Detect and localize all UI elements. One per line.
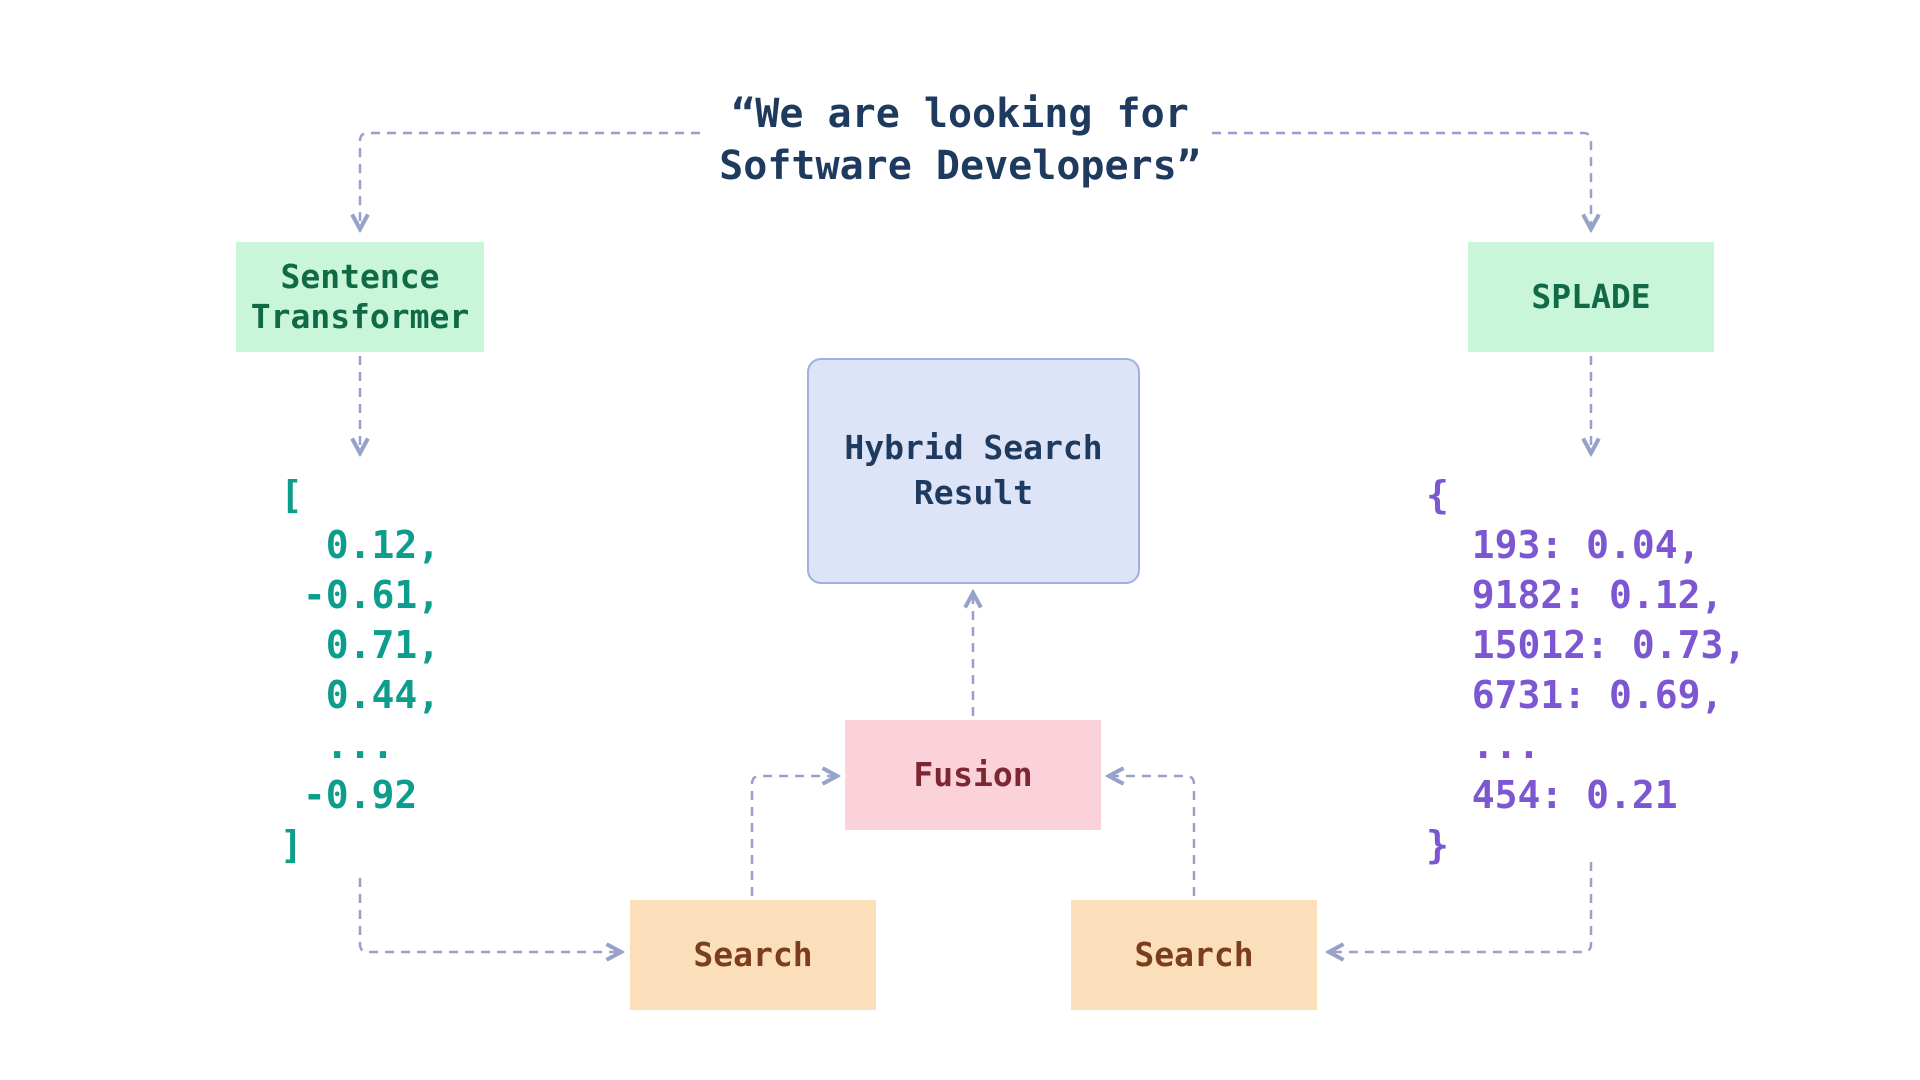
fusion-node: Fusion	[845, 720, 1101, 830]
splade-node: SPLADE	[1468, 242, 1714, 352]
search-dense-label: Search	[693, 935, 813, 975]
hybrid-search-result-label: Hybrid Search Result	[844, 428, 1103, 512]
arrow-search-sparse-to-fusion	[1110, 776, 1196, 896]
search-dense-node: Search	[630, 900, 876, 1010]
sentence-transformer-node: Sentence Transformer	[236, 242, 484, 352]
query-text: “We are looking for Software Developers”	[719, 91, 1201, 189]
fusion-label: Fusion	[913, 755, 1033, 795]
arrow-sparse-vector-to-search	[1330, 862, 1593, 952]
sparse-vector-output: { 193: 0.04, 9182: 0.12, 15012: 0.73, 67…	[1426, 473, 1747, 867]
sentence-transformer-label: Sentence Transformer	[250, 257, 470, 336]
search-sparse-node: Search	[1071, 900, 1317, 1010]
dense-vector-output: [ 0.12, -0.61, 0.71, 0.44, ... -0.92 ]	[280, 473, 441, 867]
search-sparse-label: Search	[1134, 935, 1254, 975]
splade-label: SPLADE	[1531, 277, 1651, 317]
arrow-dense-vector-to-search	[358, 878, 620, 952]
hybrid-search-result-node: Hybrid Search Result	[807, 358, 1140, 584]
arrow-search-dense-to-fusion	[750, 776, 836, 896]
